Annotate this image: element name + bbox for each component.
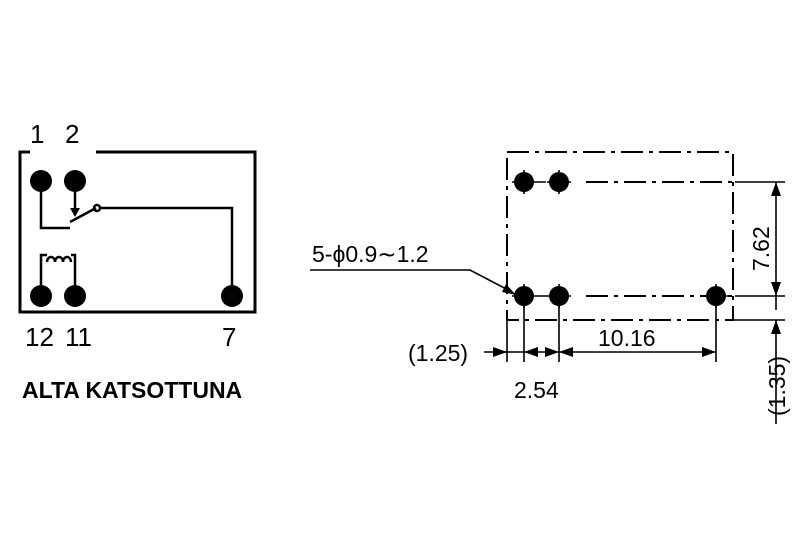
dim-vertical-arrows bbox=[771, 182, 781, 296]
hole-spec-label: 5-ϕ0.9∼1.2 bbox=[312, 241, 429, 267]
dim-7-62: 7.62 bbox=[748, 226, 774, 271]
pin-label-7: 7 bbox=[222, 322, 236, 352]
left-outline bbox=[18, 150, 257, 314]
bottom-hole-crosshairs bbox=[512, 284, 728, 308]
dim-1-35: (1.35) bbox=[764, 356, 790, 416]
horizontal-extension-lines bbox=[506, 306, 717, 362]
dim-horizontal-arrows bbox=[493, 347, 716, 357]
pin-2-dot bbox=[64, 170, 86, 192]
right-outline bbox=[506, 151, 734, 321]
pin-label-1: 1 bbox=[30, 119, 44, 149]
pin-11-dot bbox=[64, 285, 86, 307]
left-view: 1 2 12 11 7 ALTA KATSOTTUNA bbox=[18, 119, 257, 403]
view-caption: ALTA KATSOTTUNA bbox=[22, 377, 242, 403]
pin-label-12: 12 bbox=[25, 322, 54, 352]
pin-label-2: 2 bbox=[65, 119, 79, 149]
contact-switch-icon bbox=[39, 181, 234, 285]
top-hole-crosshairs bbox=[512, 170, 571, 194]
right-view: 5-ϕ0.9∼1.2 7.62 (1.35) (1.25) 10.16 2.54 bbox=[310, 151, 790, 424]
pin-12-dot bbox=[30, 285, 52, 307]
dim-1-25: (1.25) bbox=[408, 340, 468, 366]
hole-spec-leader bbox=[310, 269, 513, 293]
dim-offset-arrow bbox=[771, 320, 781, 334]
pin-label-11: 11 bbox=[65, 322, 92, 352]
coil-icon bbox=[39, 253, 77, 285]
dim-10-16: 10.16 bbox=[598, 325, 656, 351]
hole-spec-arrow bbox=[502, 284, 516, 295]
pin-7-dot bbox=[221, 285, 243, 307]
dim-2-54: 2.54 bbox=[514, 377, 559, 403]
